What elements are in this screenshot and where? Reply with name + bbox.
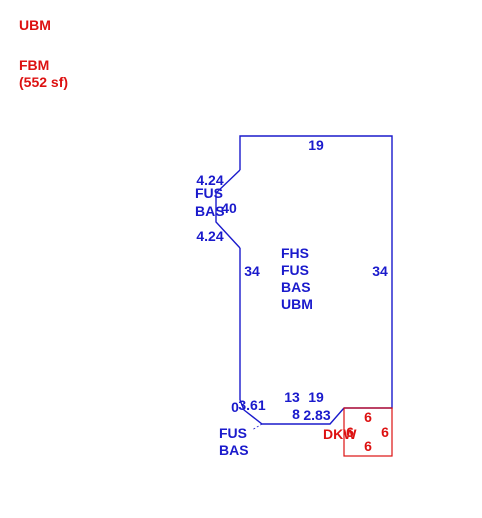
header-fbm: FBM	[19, 57, 50, 73]
dim-bottom-0: 0	[231, 399, 239, 415]
bay-label-fus: FUS	[195, 185, 223, 201]
dim-bottom-19: 19	[308, 389, 324, 405]
deck-dim-right: 6	[381, 424, 389, 440]
dim-bottom-13: 13	[284, 389, 300, 405]
dim-bay-bottom: 4.24	[196, 228, 223, 244]
deck-label-dkw: DKW	[323, 426, 357, 442]
deck-outline	[343, 407, 393, 457]
bay-label-bas: BAS	[195, 203, 225, 219]
deck-dim-left: 6	[346, 424, 354, 440]
bottom-label-bas: BAS	[219, 442, 249, 458]
dim-top-width: 19	[308, 137, 324, 153]
bottom-label-fus: FUS	[219, 425, 247, 441]
dim-bay-top: 4.24	[196, 172, 223, 188]
dim-bottom-3-61: 3.61	[238, 397, 265, 413]
center-label-fhs: FHS	[281, 245, 309, 261]
deck-dim-bottom: 6	[364, 438, 372, 454]
dim-right-height: 34	[372, 263, 388, 279]
dim-bay-depth: 40	[221, 200, 237, 216]
center-label-fus: FUS	[281, 262, 309, 278]
leader-line	[251, 423, 263, 431]
bay-window-outline	[215, 169, 241, 249]
center-label-bas: BAS	[281, 279, 311, 295]
dim-left-height: 34	[244, 263, 260, 279]
header-area: (552 sf)	[19, 74, 69, 90]
dim-bottom-8: 8	[292, 406, 300, 422]
main-perimeter	[239, 135, 393, 409]
center-label-ubm: UBM	[281, 296, 313, 312]
dim-bottom-2-83: 2.83	[303, 407, 330, 423]
header-ubm: UBM	[19, 17, 51, 33]
deck-dim-top: 6	[364, 409, 372, 425]
